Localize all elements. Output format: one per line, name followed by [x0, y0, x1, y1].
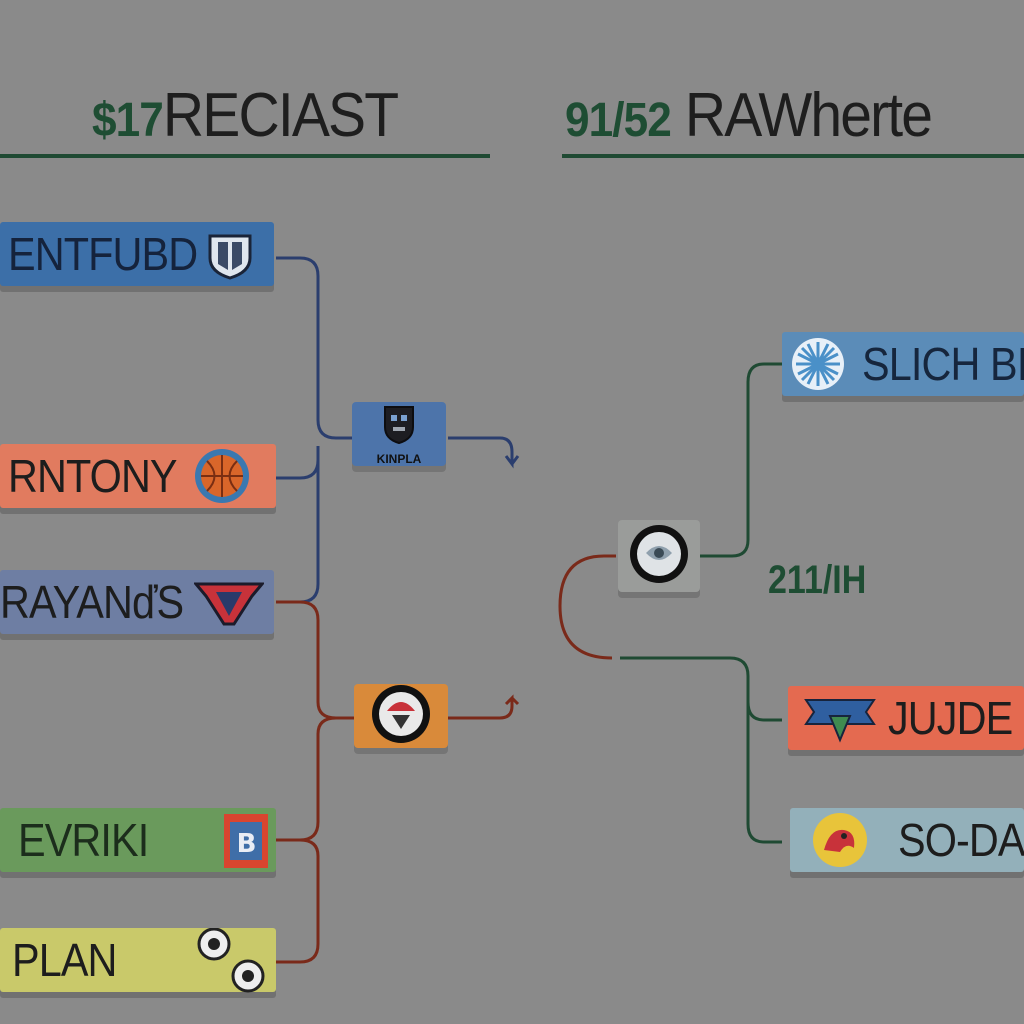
- match-label: KINPLA: [376, 451, 422, 466]
- connector-right-team2: [620, 656, 782, 722]
- connector-right-loop: [558, 554, 616, 660]
- team-row-1[interactable]: ENTFUBD: [0, 222, 274, 286]
- connector-team1: [276, 256, 352, 440]
- ring-emblem-icon: [628, 523, 690, 590]
- connector-right-team3: [746, 676, 782, 844]
- team-name: ENTFUBD: [8, 228, 198, 280]
- team-name: RAYANďS: [0, 576, 184, 628]
- team-name: SLICH BI: [862, 338, 1024, 390]
- left-title-text: RECIAST: [162, 81, 399, 150]
- match-box-left-top[interactable]: KINPLA: [352, 402, 446, 466]
- connector-team3-down: [276, 600, 354, 720]
- team-row-3[interactable]: RAYANďS: [0, 570, 274, 634]
- left-bracket-title: $17RECIAST: [92, 80, 399, 151]
- team-row-5[interactable]: PLAN: [0, 928, 276, 994]
- shield-crest-icon: [204, 230, 256, 280]
- connector-team4: [276, 716, 337, 842]
- wing-shield-icon: [194, 578, 264, 628]
- team-name: EVRIKI: [18, 814, 149, 866]
- right-team-row-2[interactable]: JUJDE: [788, 686, 1024, 750]
- connector-match2-out: [448, 694, 520, 720]
- basketball-icon: [192, 446, 252, 506]
- right-team-row-3[interactable]: SO-DA: [790, 808, 1024, 872]
- team-name: RNTONY: [8, 450, 178, 502]
- right-bracket-score: 211/IH: [768, 558, 867, 602]
- connector-team3-up: [276, 446, 320, 604]
- right-bracket-title: 91/52 RAWherte: [565, 80, 933, 151]
- connector-right-team1: [700, 362, 782, 558]
- b-crest-icon: B: [222, 812, 270, 870]
- sunburst-icon: [790, 336, 846, 392]
- connector-match1-out: [448, 436, 520, 469]
- team-row-2[interactable]: RNTONY: [0, 444, 276, 508]
- right-title-text: RAWherte: [684, 81, 933, 150]
- left-title-lead: $17: [92, 94, 164, 147]
- robot-shield-icon: [381, 403, 417, 450]
- team-name: SO-DA: [898, 814, 1024, 866]
- soccer-ball-icon: [196, 928, 270, 994]
- right-title-rule: [562, 154, 1024, 158]
- team-name: JUJDE: [888, 692, 1013, 744]
- team-row-4[interactable]: EVRIKI B: [0, 808, 276, 872]
- connector-team2: [276, 446, 320, 480]
- match-box-left-bottom[interactable]: [354, 684, 448, 748]
- banner-crest-icon: [804, 694, 876, 744]
- connector-team5: [276, 838, 320, 964]
- mascot-icon: [810, 810, 870, 870]
- ring-emblem-icon: [370, 683, 432, 750]
- right-title-lead: 91/52: [565, 94, 672, 147]
- team-name: PLAN: [12, 934, 117, 986]
- match-box-right[interactable]: [618, 520, 700, 592]
- svg-text:B: B: [237, 829, 256, 859]
- left-title-rule: [0, 154, 490, 158]
- right-team-row-1[interactable]: SLICH BI: [782, 332, 1024, 396]
